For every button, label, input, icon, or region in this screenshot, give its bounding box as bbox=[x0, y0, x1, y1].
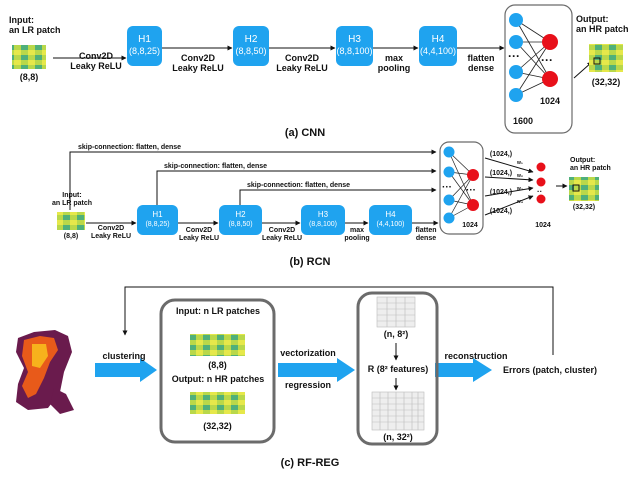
cnn-input-patch bbox=[12, 45, 46, 69]
rcn-op-4: max pooling bbox=[344, 227, 370, 242]
svg-text:···: ··· bbox=[508, 49, 520, 63]
cnn-layer-h4-shape: (4,4,100) bbox=[419, 46, 457, 56]
rcn-vec-3: (1024,) bbox=[489, 189, 513, 196]
svg-text:···: ··· bbox=[466, 185, 476, 196]
rfreg-feedback-loop bbox=[122, 286, 554, 355]
rfreg-bottom-matrix bbox=[371, 391, 425, 431]
rcn-layer-h4-name: H4 bbox=[385, 210, 396, 219]
rcn-op-5: flatten dense bbox=[415, 227, 437, 242]
cnn-dense-size: 1600 bbox=[512, 116, 534, 126]
cnn-layer-h4: H4 (4,4,100) bbox=[419, 26, 457, 66]
cnn-op-4: max pooling bbox=[377, 53, 411, 73]
rcn-skip-3: skip-connection: flatten, dense bbox=[247, 182, 351, 189]
rfreg-top-matrix bbox=[376, 296, 416, 328]
rcn-layer-h2: H2 (8,8,50) bbox=[219, 205, 262, 235]
rfreg-errors: Errors (patch, cluster) bbox=[502, 365, 598, 375]
rcn-out-size-outer: 1024 bbox=[535, 222, 551, 229]
cnn-op-2: Conv2D Leaky ReLU bbox=[172, 53, 224, 73]
rcn-layer-h4: H4 (4,4,100) bbox=[369, 205, 412, 235]
rfreg-top-matrix-label: (n, 8²) bbox=[383, 329, 409, 339]
rfreg-block-arrows bbox=[95, 358, 492, 382]
rfreg-vectorization: vectorization bbox=[280, 348, 336, 358]
cnn-layer-h2-shape: (8,8,50) bbox=[235, 46, 267, 56]
rcn-layer-h2-shape: (8,8,50) bbox=[228, 221, 253, 228]
cnn-layer-h4-name: H4 bbox=[431, 34, 445, 45]
rcn-output-shape: (32,32) bbox=[572, 204, 596, 211]
rcn-vec-1: (1024,) bbox=[489, 151, 513, 158]
cnn-input-label: Input: an LR patch bbox=[9, 15, 61, 35]
cnn-caption: (a) CNN bbox=[284, 127, 326, 139]
rcn-weight-1: w₁ bbox=[517, 160, 523, 166]
rcn-weight-arrows bbox=[484, 157, 568, 216]
cnn-layer-h3-shape: (8,8,100) bbox=[336, 46, 373, 56]
rcn-skip-arrows bbox=[69, 149, 437, 210]
rcn-weight-2: w₂ bbox=[516, 173, 524, 179]
rcn-weight-4: w₄ bbox=[516, 199, 524, 205]
rcn-caption: (b) RCN bbox=[289, 256, 331, 268]
rcn-layer-h3: H3 (8,8,100) bbox=[301, 205, 345, 235]
rfreg-clustering: clustering bbox=[102, 351, 146, 361]
rfreg-reconstruction: reconstruction bbox=[444, 351, 508, 361]
rcn-layer-h4-shape: (4,4,100) bbox=[376, 221, 405, 228]
rcn-layer-h2-name: H2 bbox=[235, 210, 246, 219]
rcn-out-size-inner: 1024 bbox=[462, 222, 478, 229]
rfreg-lr-patch bbox=[190, 334, 245, 356]
rcn-output-label: Output: an HR patch bbox=[570, 157, 611, 172]
rcn-layer-h3-shape: (8,8,100) bbox=[308, 221, 338, 228]
rfreg-bottom-matrix-label: (n, 32²) bbox=[383, 432, 413, 442]
rcn-layer-h1: H1 (8,8,25) bbox=[137, 205, 178, 235]
cnn-dense-panel bbox=[504, 4, 573, 134]
rcn-input-shape: (8,8) bbox=[63, 233, 79, 240]
cnn-layer-h2: H2 (8,8,50) bbox=[233, 26, 269, 66]
cnn-output-shape: (32,32) bbox=[591, 77, 621, 87]
cnn-layer-h1: H1 (8,8,25) bbox=[127, 26, 162, 66]
rcn-dense-panel bbox=[439, 141, 484, 235]
cnn-input-shape: (8,8) bbox=[19, 72, 39, 82]
rfreg-matrix-panel bbox=[356, 291, 439, 446]
cnn-layer-h3-name: H3 bbox=[348, 34, 361, 45]
rcn-op-2: Conv2D Leaky ReLU bbox=[178, 227, 220, 242]
cnn-layer-h1-shape: (8,8,25) bbox=[128, 46, 161, 56]
cnn-op-3: Conv2D Leaky ReLU bbox=[276, 53, 328, 73]
cnn-op-1: Conv2D Leaky ReLU bbox=[70, 51, 122, 71]
rfreg-input-label: Input: n LR patches bbox=[176, 306, 260, 316]
rfreg-caption: (c) RF-REG bbox=[280, 457, 340, 469]
rcn-skip-2: skip-connection: flatten, dense bbox=[164, 163, 268, 170]
svg-text:···: ··· bbox=[442, 182, 452, 193]
rcn-input-patch bbox=[57, 212, 85, 230]
cnn-net-nodes bbox=[509, 13, 558, 102]
svg-text:···: ··· bbox=[541, 53, 553, 67]
rfreg-patches-panel bbox=[159, 298, 276, 444]
cnn-layer-h1-name: H1 bbox=[138, 34, 151, 45]
cnn-out-size: 1024 bbox=[539, 96, 561, 106]
rfreg-cluster-map bbox=[16, 330, 74, 414]
rcn-vec-4: (1024,) bbox=[489, 208, 513, 215]
rfreg-output-shape: (32,32) bbox=[203, 421, 232, 431]
rcn-layer-h1-shape: (8,8,25) bbox=[145, 221, 170, 228]
rcn-op-1: Conv2D Leaky ReLU bbox=[90, 225, 132, 240]
rcn-layer-h3-name: H3 bbox=[317, 210, 329, 219]
rfreg-regression: regression bbox=[284, 380, 332, 390]
svg-text:··: ·· bbox=[537, 187, 542, 196]
rfreg-input-shape: (8,8) bbox=[208, 360, 227, 370]
rcn-op-3: Conv2D Leaky ReLU bbox=[261, 227, 303, 242]
rcn-weight-3: w₃ bbox=[516, 186, 524, 192]
rfreg-r-label: R (8² features) bbox=[367, 364, 429, 374]
rcn-vec-2: (1024,) bbox=[489, 170, 513, 177]
cnn-arrows bbox=[53, 45, 593, 79]
cnn-output-label: Output: an HR patch bbox=[576, 14, 629, 34]
cnn-layer-h3: H3 (8,8,100) bbox=[336, 26, 373, 66]
rfreg-output-label: Output: n HR patches bbox=[171, 374, 265, 384]
rcn-input-label: Input: an LR patch bbox=[51, 192, 93, 207]
rcn-output-patch bbox=[569, 177, 599, 201]
rfreg-hr-patch bbox=[190, 392, 245, 414]
rcn-layer-h1-name: H1 bbox=[152, 210, 163, 219]
rcn-skip-1: skip-connection: flatten, dense bbox=[78, 144, 182, 151]
cnn-op-5: flatten dense bbox=[467, 53, 495, 73]
cnn-layer-h2-name: H2 bbox=[244, 34, 258, 45]
